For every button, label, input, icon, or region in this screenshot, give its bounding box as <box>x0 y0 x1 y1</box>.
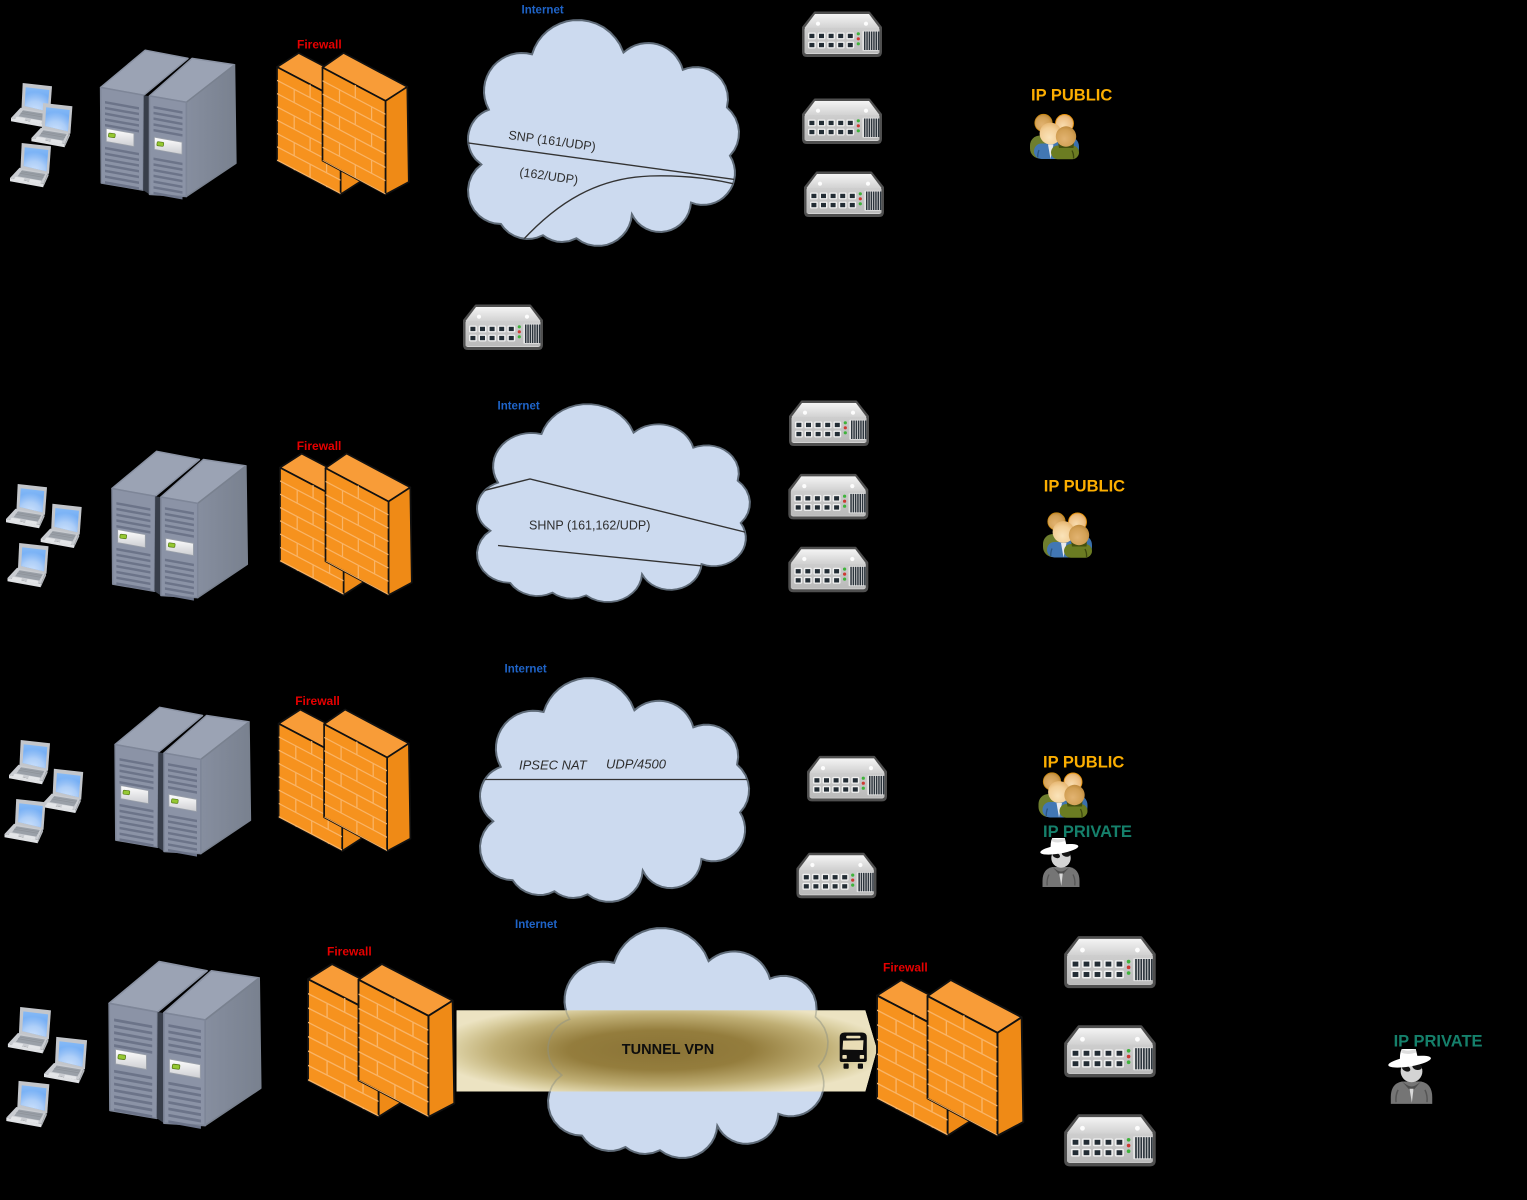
svg-text:Internet: Internet <box>498 401 540 413</box>
svg-text:Internet: Internet <box>505 664 547 676</box>
svg-text:SHNP (161,162/UDP): SHNP (161,162/UDP) <box>529 519 650 533</box>
svg-text:UDP/4500: UDP/4500 <box>606 757 667 772</box>
svg-text:IP PUBLIC: IP PUBLIC <box>1044 478 1125 496</box>
svg-text:Internet: Internet <box>515 919 557 931</box>
svg-text:Firewall: Firewall <box>295 694 340 708</box>
svg-text:Firewall: Firewall <box>327 945 372 959</box>
svg-text:IP PUBLIC: IP PUBLIC <box>1031 87 1112 105</box>
svg-text:Internet: Internet <box>522 5 564 17</box>
svg-text:IP PRIVATE: IP PRIVATE <box>1394 1033 1483 1051</box>
svg-text:Firewall: Firewall <box>883 961 928 975</box>
svg-text:TUNNEL VPN: TUNNEL VPN <box>622 1042 714 1058</box>
svg-text:IPSEC NAT: IPSEC NAT <box>519 758 588 773</box>
svg-text:IP PRIVATE: IP PRIVATE <box>1043 823 1132 841</box>
svg-text:IP PUBLIC: IP PUBLIC <box>1043 754 1124 772</box>
svg-text:Firewall: Firewall <box>297 439 342 453</box>
svg-text:Firewall: Firewall <box>297 38 342 52</box>
